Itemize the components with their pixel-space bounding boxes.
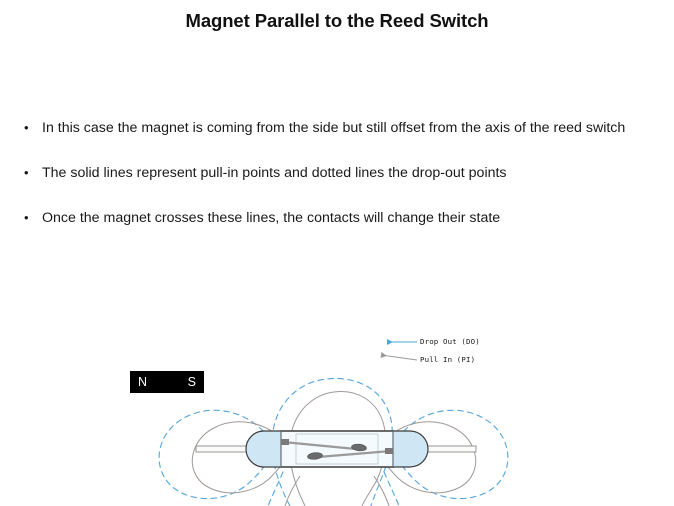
magnet-south-pole-label: S bbox=[187, 375, 196, 389]
pull-in-callout-label: Pull In (PI) bbox=[420, 355, 476, 364]
bullet-marker: • bbox=[24, 210, 29, 225]
list-item: • The solid lines represent pull-in poin… bbox=[22, 163, 662, 183]
upper-reed-blade bbox=[281, 440, 358, 451]
pull-in-leader-line bbox=[380, 352, 418, 361]
lower-reed-blade-tip bbox=[307, 452, 323, 460]
page-title: Magnet Parallel to the Reed Switch bbox=[185, 10, 489, 31]
right-end-cap bbox=[392, 430, 429, 468]
left-drop-out-lobe bbox=[158, 409, 277, 500]
right-drop-out-lobe bbox=[390, 409, 509, 500]
magnet-block: N S bbox=[130, 371, 204, 393]
reed-switch-field-diagram bbox=[0, 300, 674, 506]
bullet-text: Once the magnet crosses these lines, the… bbox=[42, 210, 501, 226]
bullet-marker: • bbox=[24, 120, 29, 135]
inner-glass-chamber bbox=[295, 433, 379, 465]
center-drop-out-lower-left-tail bbox=[267, 471, 284, 506]
bullet-text: The solid lines represent pull-in points… bbox=[42, 165, 507, 181]
lower-reed-blade bbox=[316, 449, 393, 459]
left-pull-in-lower-tail bbox=[284, 475, 301, 506]
bullet-marker: • bbox=[24, 165, 29, 180]
right-pull-in-lower-tail bbox=[373, 475, 390, 506]
reed-switch-assembly bbox=[195, 430, 477, 468]
upper-reed-blade-anchor bbox=[281, 439, 289, 445]
left-end-cap bbox=[245, 430, 282, 468]
center-drop-out-lower-right-tail bbox=[383, 471, 400, 506]
magnet-north-pole-label: N bbox=[138, 375, 148, 389]
drop-out-callout-label: Drop Out (DO) bbox=[420, 337, 480, 346]
bullet-list: • In this case the magnet is coming from… bbox=[22, 118, 662, 253]
upper-reed-blade-tip bbox=[351, 443, 367, 452]
list-item: • In this case the magnet is coming from… bbox=[22, 118, 662, 138]
right-pull-in-lobe bbox=[375, 421, 477, 494]
list-item: • Once the magnet crosses these lines, t… bbox=[22, 208, 662, 228]
callout-leader-lines bbox=[380, 339, 418, 361]
left-pull-in-lobe bbox=[191, 421, 293, 494]
lower-reed-blade-anchor bbox=[385, 448, 393, 454]
bullet-text: In this case the magnet is coming from t… bbox=[42, 120, 626, 136]
